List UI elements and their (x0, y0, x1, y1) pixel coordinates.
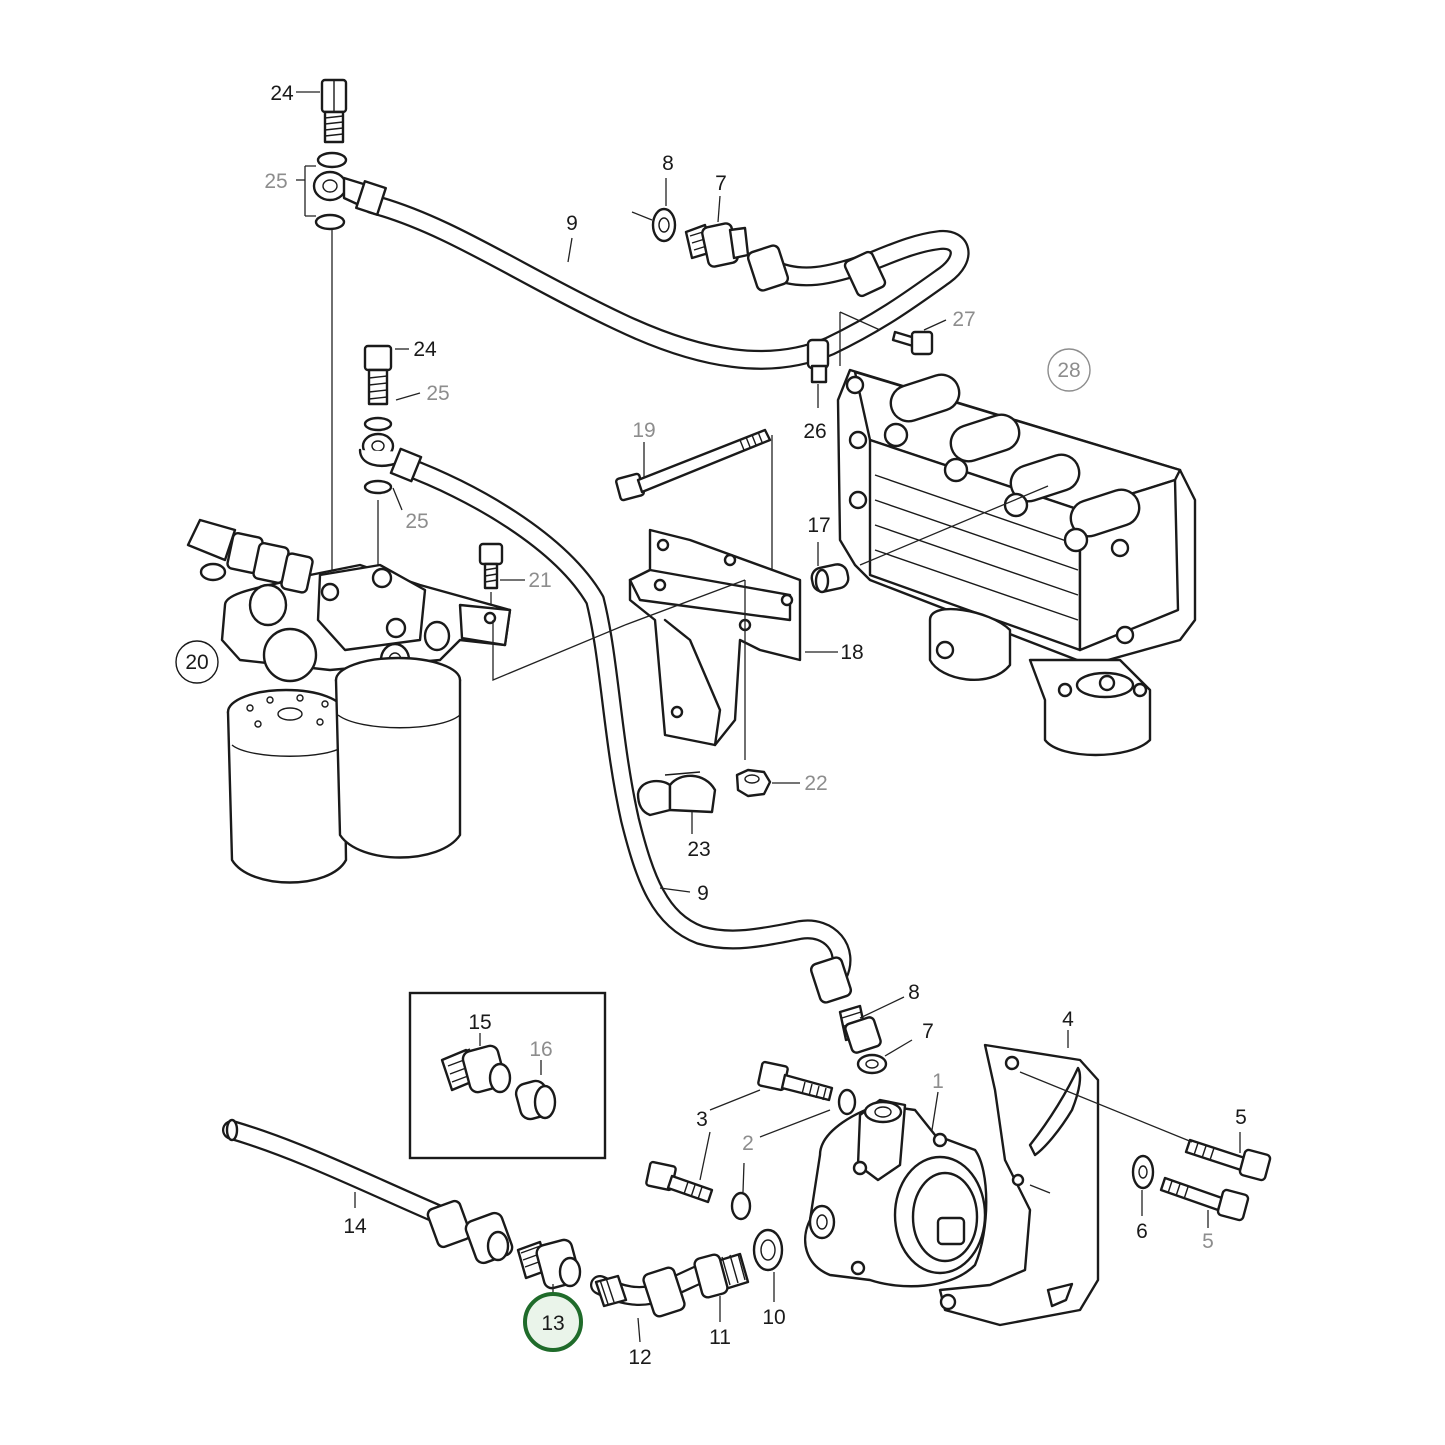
callout-20: 20 (185, 651, 208, 674)
banjo-bolt-mid (358, 344, 423, 495)
banjo-bolt-top (320, 78, 348, 144)
callout-11: 11 (709, 1326, 731, 1349)
callout-13-highlight-circle[interactable] (523, 1292, 583, 1352)
seal-ring-10 (752, 1228, 784, 1272)
callout-25-mid: 25 (426, 382, 449, 405)
callout-4: 4 (1062, 1008, 1074, 1031)
callout-1: 1 (932, 1070, 944, 1093)
bolt-19 (615, 428, 772, 502)
feed-pump-1 (803, 1098, 988, 1288)
callout-13[interactable]: 13 (541, 1312, 564, 1335)
callout-8-top: 8 (662, 152, 674, 175)
callout-21: 21 (528, 569, 551, 592)
bolt-5-lower (1159, 1176, 1250, 1222)
washer-6 (1131, 1154, 1155, 1190)
callout-5-lower: 5 (1202, 1230, 1214, 1253)
fuel-filter-assembly (186, 518, 512, 884)
bracket-18 (628, 528, 802, 747)
nut-22 (735, 768, 772, 798)
callout-3: 3 (696, 1108, 708, 1131)
callout-2: 2 (742, 1132, 754, 1155)
banjo-nut-8-lower (809, 956, 853, 1004)
clip-26 (806, 338, 830, 384)
callout-12: 12 (628, 1346, 651, 1369)
callout-25-lower: 25 (405, 510, 428, 533)
bolt-27 (891, 330, 934, 356)
callout-24-mid: 24 (413, 338, 437, 361)
callout-7-top: 7 (715, 172, 727, 195)
callout-9-lower: 9 (697, 882, 709, 905)
clip-23 (636, 771, 717, 817)
adapter-15 (440, 1044, 512, 1094)
callout-7-lower: 7 (922, 1020, 934, 1043)
callout-27: 27 (952, 308, 975, 331)
bracket-4 (938, 1043, 1100, 1327)
plug-16 (514, 1079, 557, 1121)
union-8-lower (838, 1004, 882, 1054)
callout-23: 23 (687, 838, 710, 861)
bolt-5-upper (1184, 1138, 1272, 1182)
callout-22: 22 (804, 772, 827, 795)
callout-25-top: 25 (264, 170, 287, 193)
callout-8-lower: 8 (908, 981, 920, 1004)
callout-20-circle (175, 640, 219, 684)
washer-8-top (651, 207, 677, 243)
callout-labels: 24 25 9 8 7 24 25 25 27 28 26 19 17 21 2… (175, 82, 1247, 1369)
callout-17: 17 (807, 514, 830, 537)
callout-16: 16 (529, 1038, 552, 1061)
callout-26: 26 (803, 420, 826, 443)
union-11 (693, 1252, 750, 1299)
fuel-hose-14 (222, 1118, 450, 1225)
adapter-13 (516, 1238, 582, 1290)
callout-5-upper: 5 (1235, 1106, 1247, 1129)
elbow-12 (594, 1266, 686, 1318)
callout-14: 14 (343, 1215, 367, 1238)
nut-fitting-top (746, 244, 887, 298)
fuel-hose-lower (395, 456, 852, 985)
callout-6: 6 (1136, 1220, 1148, 1243)
callout-28: 28 (1057, 359, 1080, 382)
injection-pump-housing (836, 368, 1197, 757)
bolt-3-upper (757, 1060, 857, 1116)
callout-19: 19 (632, 419, 655, 442)
washer-7-lower (856, 1053, 888, 1075)
callout-15: 15 (468, 1011, 491, 1034)
callout-18: 18 (840, 641, 863, 664)
bolt-3-lower (645, 1160, 752, 1221)
banjo-fitting-top (312, 151, 387, 231)
union-7-top (684, 222, 750, 268)
leader-lines (296, 91, 1241, 1343)
nut-14 (426, 1199, 514, 1265)
bolt-21 (478, 542, 504, 590)
callout-28-circle (1047, 348, 1091, 392)
spacer-17 (810, 563, 850, 594)
callout-9-top: 9 (566, 212, 578, 235)
inset-detail-box (408, 991, 607, 1160)
callout-24-top: 24 (270, 82, 294, 105)
callout-10: 10 (762, 1306, 785, 1329)
